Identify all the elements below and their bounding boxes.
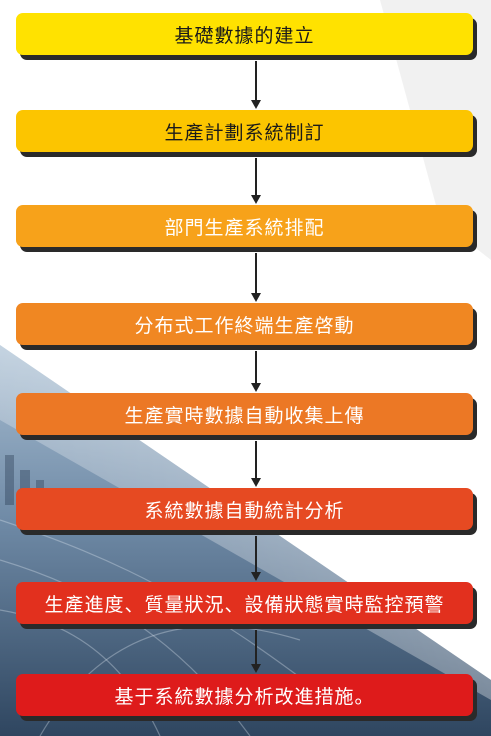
flow-step-label: 基于系統數據分析改進措施。 (114, 685, 375, 708)
flow-step-3: 部門生產系統排配 (16, 205, 473, 247)
flow-step-label: 生產計劃系統制訂 (164, 121, 325, 144)
connector-arrow (251, 253, 261, 302)
flow-step-8: 基于系統數據分析改進措施。 (16, 674, 473, 716)
flow-step-7: 生產進度、質量狀況、設備狀態實時監控預警 (16, 582, 473, 624)
connector-arrow (251, 61, 261, 109)
flow-step-label: 分布式工作終端生產啓動 (134, 314, 355, 337)
connector-arrow (251, 351, 261, 392)
flow-step-label: 系統數據自動統計分析 (144, 499, 345, 522)
flow-step-1: 基礎數據的建立 (16, 13, 473, 55)
flow-step-2: 生產計劃系統制訂 (16, 110, 473, 152)
flow-step-5: 生產實時數據自動收集上傳 (16, 393, 473, 435)
flow-step-label: 生產進度、質量狀況、設備狀態實時監控預警 (44, 593, 445, 616)
flow-step-4: 分布式工作終端生產啓動 (16, 303, 473, 345)
flow-step-6: 系統數據自動統計分析 (16, 488, 473, 530)
connector-arrow (251, 158, 261, 204)
flow-step-label: 基礎數據的建立 (174, 24, 315, 47)
connector-arrow (251, 630, 261, 673)
flow-step-label: 部門生產系統排配 (164, 216, 325, 239)
flow-step-label: 生產實時數據自動收集上傳 (124, 404, 365, 427)
connector-arrow (251, 441, 261, 487)
connector-arrow (251, 536, 261, 581)
